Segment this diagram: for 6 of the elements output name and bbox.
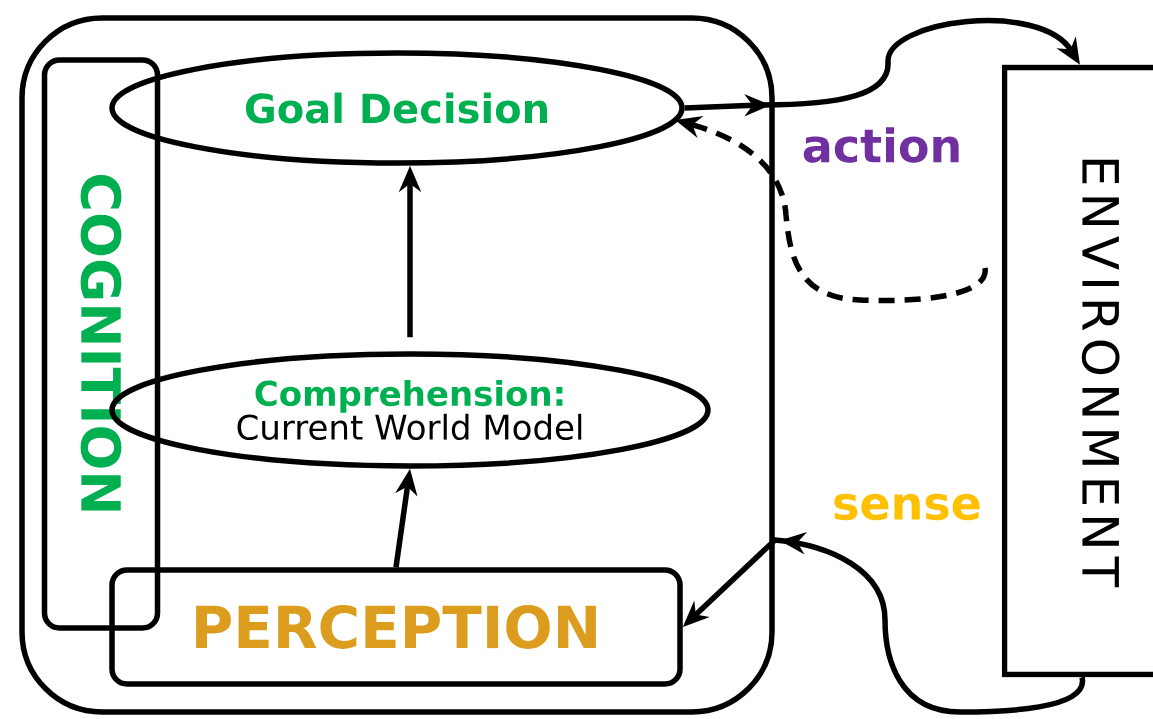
edge-label: action — [803, 127, 959, 163]
rounded-box: PERCEPTION — [109, 567, 683, 687]
edge-label: sense — [834, 493, 980, 521]
rounded-box: COGNITION — [41, 57, 161, 631]
environment-box: ENVIRONMENT — [1001, 64, 1153, 678]
rounded-box — [19, 15, 775, 715]
